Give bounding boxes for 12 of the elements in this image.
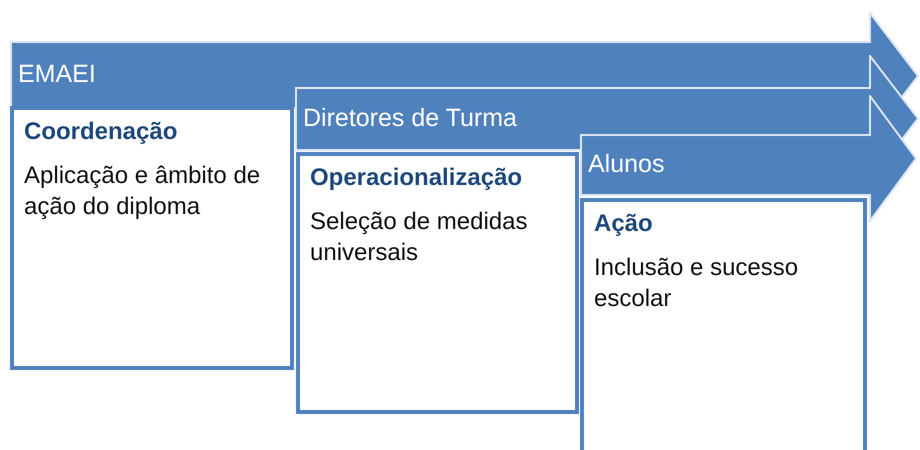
band-label: Alunos bbox=[588, 150, 664, 179]
panel-text: Inclusão e sucesso escolar bbox=[594, 253, 800, 314]
panel-text: Aplicação e âmbito de ação do diploma bbox=[24, 161, 262, 222]
band-label: EMAEI bbox=[18, 60, 96, 89]
content-panel bbox=[580, 198, 867, 450]
panel-text: Seleção de medidas universais bbox=[310, 207, 528, 268]
panel-heading: Coordenação bbox=[24, 118, 178, 146]
content-panel bbox=[10, 106, 294, 370]
content-panel bbox=[296, 152, 579, 414]
band-label: Diretores de Turma bbox=[303, 104, 517, 133]
panel-heading: Ação bbox=[594, 210, 654, 238]
panel-heading: Operacionalização bbox=[310, 164, 524, 192]
